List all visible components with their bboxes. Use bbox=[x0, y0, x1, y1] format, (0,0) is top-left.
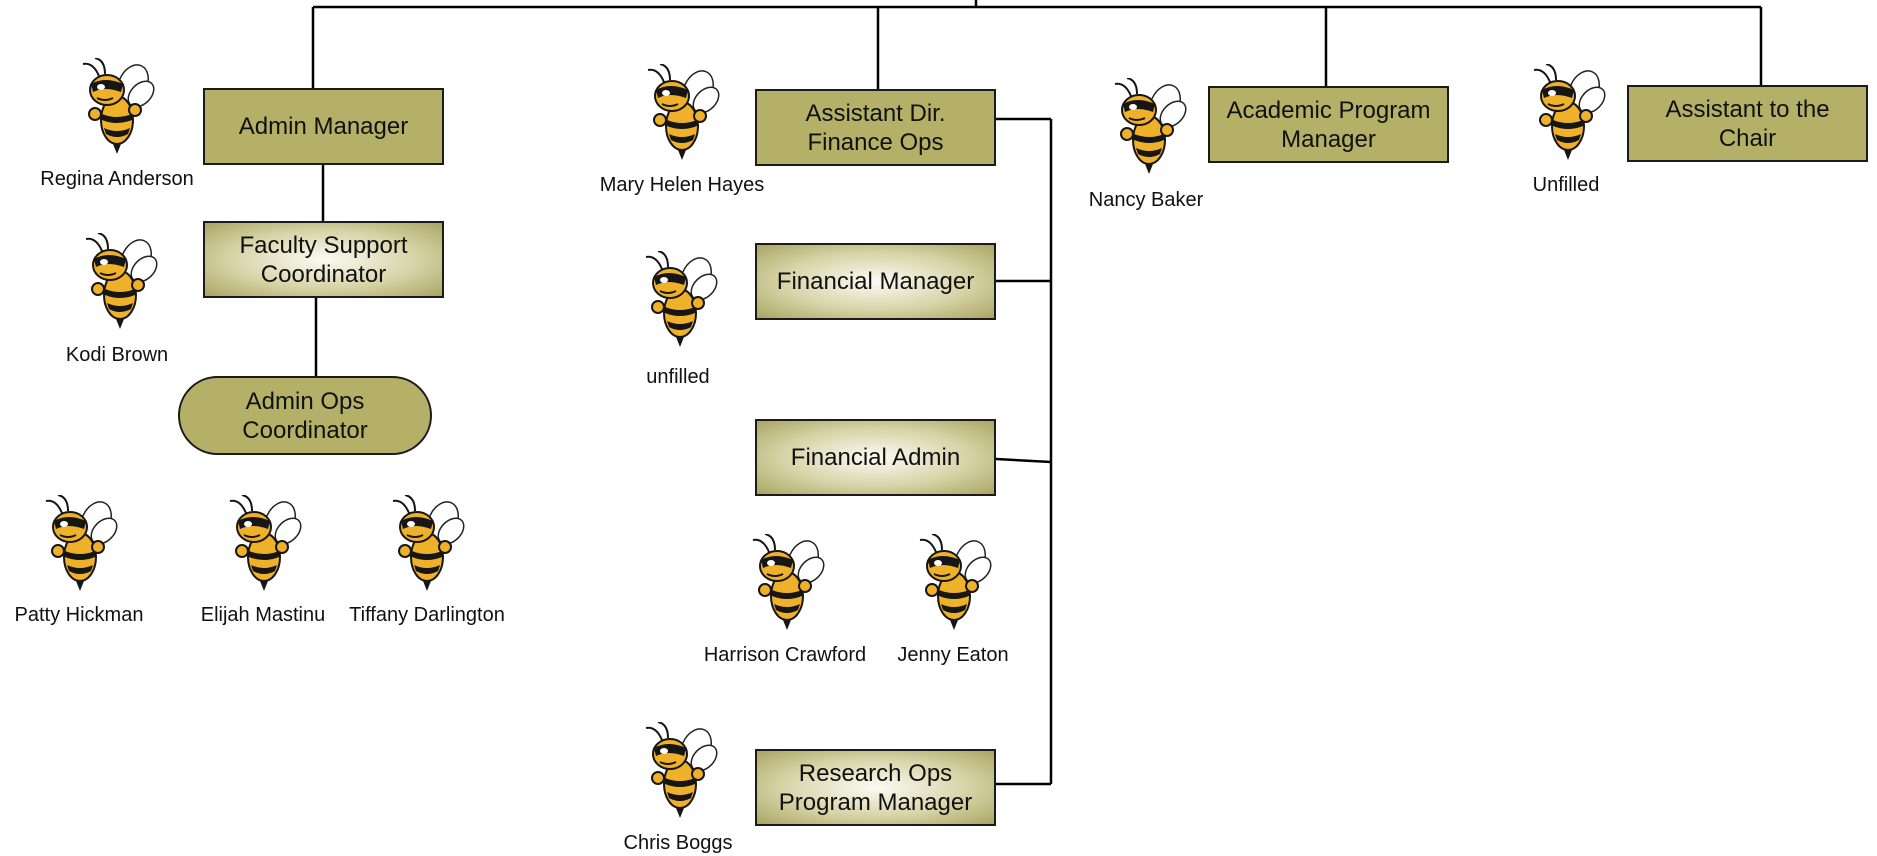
person-name-elijah: Elijah Mastinu bbox=[200, 604, 326, 626]
person-name-chair-unfilled: Unfilled bbox=[1532, 174, 1600, 196]
yellow-jacket-mascot-icon bbox=[78, 233, 160, 329]
person-name-tiffany: Tiffany Darlington bbox=[349, 604, 505, 626]
position-box-admin-manager: Admin Manager bbox=[203, 88, 444, 165]
person-name-fm-unfilled: unfilled bbox=[646, 366, 710, 388]
position-title: Financial Admin bbox=[790, 444, 961, 471]
position-box-financial-admin: Financial Admin bbox=[755, 419, 996, 496]
person-name-regina: Regina Anderson bbox=[40, 168, 194, 190]
yellow-jacket-mascot-icon bbox=[912, 534, 994, 630]
yellow-jacket-mascot-icon bbox=[1526, 64, 1608, 160]
yellow-jacket-mascot-icon bbox=[38, 495, 120, 591]
position-title: Financial Manager bbox=[776, 268, 975, 295]
position-title: Assistant Dir.Finance Ops bbox=[805, 99, 946, 156]
person-name-chris: Chris Boggs bbox=[623, 832, 733, 854]
position-title: Admin Manager bbox=[238, 113, 409, 140]
person-name-jenny: Jenny Eaton bbox=[897, 644, 1009, 666]
yellow-jacket-mascot-icon bbox=[745, 534, 827, 630]
yellow-jacket-mascot-icon bbox=[640, 64, 722, 160]
person-name-mary: Mary Helen Hayes bbox=[599, 174, 765, 196]
yellow-jacket-mascot-icon bbox=[222, 495, 304, 591]
connector-financial-admin bbox=[995, 457, 1052, 464]
position-box-financial-manager: Financial Manager bbox=[755, 243, 996, 320]
person-name-kodi: Kodi Brown bbox=[65, 344, 169, 366]
position-box-asst-dir-finance: Assistant Dir.Finance Ops bbox=[755, 89, 996, 166]
person-name-patty: Patty Hickman bbox=[14, 604, 144, 626]
yellow-jacket-mascot-icon bbox=[638, 251, 720, 347]
yellow-jacket-mascot-icon bbox=[75, 58, 157, 154]
person-name-harrison: Harrison Crawford bbox=[703, 644, 867, 666]
yellow-jacket-mascot-icon bbox=[385, 495, 467, 591]
yellow-jacket-mascot-icon bbox=[1107, 78, 1189, 174]
yellow-jacket-mascot-icon bbox=[638, 722, 720, 818]
person-name-nancy: Nancy Baker bbox=[1088, 189, 1204, 211]
